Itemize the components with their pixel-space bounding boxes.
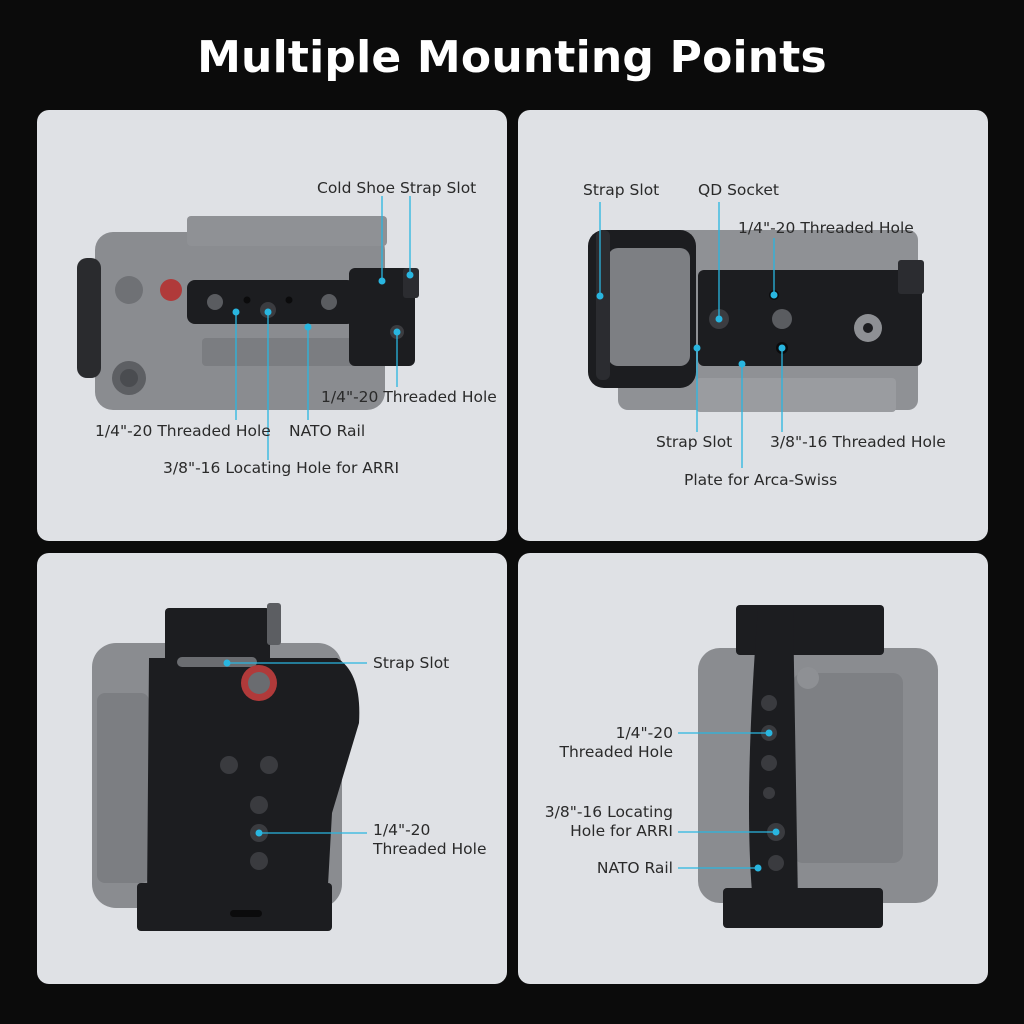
label-cold-shoe: Cold Shoe [317,179,396,197]
label-locating-hole: 3/8"-16 Locating Hole for ARRI [163,459,400,477]
label-strap-slot: Strap Slot [400,179,477,197]
label-threaded-hole-left: 1/4"-20 Threaded Hole [95,422,271,440]
panel-bottom-view: Strap Slot QD Socket 1/4"-20 Threaded Ho… [518,110,988,541]
label-locating-line2: Hole for ARRI [570,822,673,840]
label-threaded-line1: 1/4"-20 [373,821,431,839]
camera-grip-illustration [92,603,367,931]
label-plate-arca: Plate for Arca-Swiss [684,471,838,489]
label-strap-slot-top: Strap Slot [583,181,660,199]
camera-top-illustration [77,196,419,460]
label-threaded-hole-right: 1/4"-20 Threaded Hole [321,388,497,406]
label-locating-line1: 3/8"-16 Locating [544,803,673,821]
label-threaded-hole: 1/4"-20 Threaded Hole [738,219,914,237]
label-qd-socket: QD Socket [698,181,779,199]
panel-top-view: Cold Shoe Strap Slot 1/4"-20 Threaded Ho… [37,110,507,541]
label-threaded-hole-38: 3/8"-16 Threaded Hole [770,433,946,451]
page-title: Multiple Mounting Points [197,32,827,83]
panel-grip-side: Strap Slot 1/4"-20 Threaded Hole [37,553,507,984]
camera-cage-side-illustration [678,605,938,928]
panel-cage-side: 1/4"-20 Threaded Hole 3/8"-16 Locating H… [518,553,988,984]
label-threaded-line2: Threaded Hole [559,743,673,761]
label-nato-rail: NATO Rail [289,422,366,440]
label-threaded-line1: 1/4"-20 [615,724,673,742]
label-strap-slot-bottom: Strap Slot [656,433,733,451]
label-threaded-line2: Threaded Hole [373,840,487,858]
label-strap-slot: Strap Slot [373,654,450,672]
camera-bottom-illustration [588,202,924,468]
label-nato-rail: NATO Rail [596,859,673,877]
